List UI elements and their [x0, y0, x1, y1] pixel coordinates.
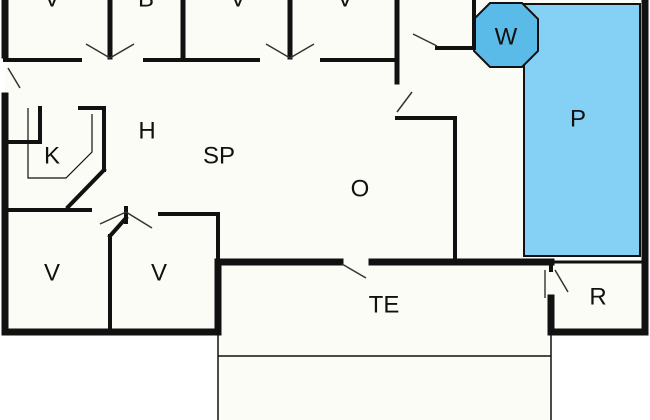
room-label-top-3: V	[230, 0, 246, 12]
room-label-whirlpool: W	[495, 23, 518, 50]
thin-lines	[27, 108, 552, 420]
room-label-storage: R	[589, 283, 606, 310]
door-swings	[7, 33, 569, 293]
room-label-terrace: TE	[369, 291, 400, 318]
pool	[523, 3, 641, 257]
room-label-top-2: B	[138, 0, 154, 12]
walls	[1, 0, 649, 336]
room-label-bedroom-right: V	[151, 259, 167, 286]
room-label-sauna: SP	[203, 142, 235, 169]
room-label-bedroom-left: V	[44, 259, 60, 286]
terrace-lower-floor	[218, 356, 551, 420]
room-label-hall: H	[138, 117, 155, 144]
room-label-top-1: V	[44, 0, 60, 12]
room-label-pool: P	[570, 105, 586, 132]
house-floor	[5, 0, 645, 332]
room-label-kitchen: K	[44, 142, 60, 169]
room-label-top-4: V	[337, 0, 353, 12]
room-label-living: O	[351, 175, 370, 202]
